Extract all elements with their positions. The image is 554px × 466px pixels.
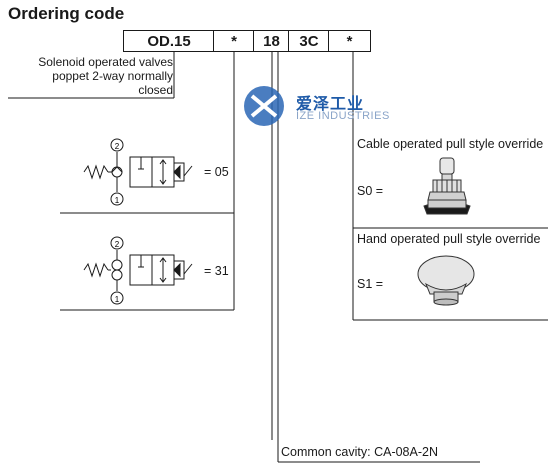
code-field-override: * — [328, 30, 371, 52]
watermark-cn: 爱泽工业 — [296, 96, 365, 113]
description-line: Solenoid operated valves — [38, 55, 173, 69]
code-field-model: OD.15 — [123, 30, 215, 52]
port-bottom-label: 1 — [115, 196, 120, 205]
port-2-icon — [110, 138, 124, 152]
hand-override-image — [417, 255, 475, 306]
description-line: closed — [138, 83, 173, 97]
page-title: Ordering code — [8, 4, 125, 23]
option-31-code: = 31 — [204, 264, 229, 278]
override-s0-title: Cable operated pull style override — [357, 137, 544, 151]
override-s1-code: S1 = — [357, 277, 384, 291]
port-top-label: 2 — [115, 240, 120, 249]
port-top-label: 2 — [115, 142, 120, 151]
code-field-size: 18 — [253, 30, 290, 52]
common-cavity: Common cavity: CA-08A-2N — [281, 445, 438, 459]
port-2-icon — [110, 236, 124, 250]
port-1-icon — [110, 291, 124, 305]
port-1-icon — [110, 192, 124, 206]
watermark-en: IZE INDUSTRIES — [296, 110, 390, 122]
override-s0-code: S0 = — [357, 184, 384, 198]
spring-icon — [83, 164, 109, 180]
override-s1-title: Hand operated pull style override — [357, 232, 541, 246]
cable-override-image — [423, 157, 471, 215]
description-line: poppet 2-way normally — [52, 69, 173, 83]
port-bottom-label: 1 — [115, 295, 120, 304]
option-05-code: = 05 — [204, 165, 229, 179]
valve-symbol-05 — [83, 138, 193, 206]
valve-symbol-31 — [83, 236, 193, 305]
watermark-logo-icon — [244, 86, 284, 126]
spring-icon — [83, 262, 109, 278]
valve-description: Solenoid operated valves poppet 2-way no… — [8, 55, 173, 97]
